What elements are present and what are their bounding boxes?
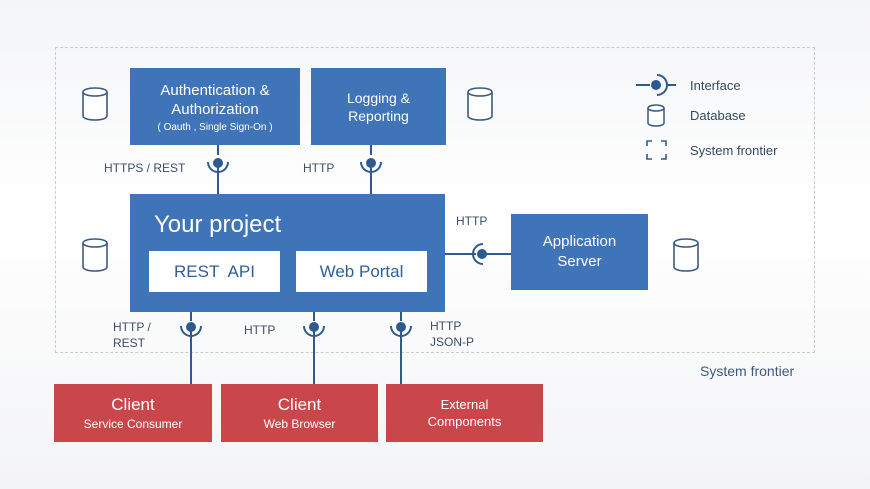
legend-frontier-label: System frontier (690, 143, 778, 158)
client-service-consumer-box: Client Service Consumer (54, 384, 212, 442)
legend-interface-label: Interface (690, 78, 741, 93)
legend-database-icon (647, 104, 665, 127)
logging-title: Logging & Reporting (346, 89, 411, 124)
rest-api-box: REST API (149, 251, 280, 292)
app-server-box: Application Server (511, 214, 648, 290)
auth-box: Authentication & Authorization ( Oauth ,… (130, 68, 300, 145)
auth-connection-label: HTTPS / REST (104, 161, 186, 175)
auth-title: Authentication & Authorization (160, 81, 270, 118)
client-title: Client (277, 395, 322, 414)
client2-connection-label: HTTP (244, 323, 276, 337)
project-title: Your project (154, 211, 282, 238)
app-server-connection-label: HTTP (456, 214, 488, 228)
system-frontier-label: System frontier (700, 363, 795, 379)
database-icon (467, 87, 493, 121)
app-server-title: Application Server (542, 233, 617, 270)
legend-interface-icon (636, 74, 676, 96)
client-subtitle: Service Consumer (83, 417, 183, 431)
database-icon (82, 238, 108, 272)
system-frontier-boundary (55, 47, 815, 353)
external-components-title: External Components (427, 397, 502, 429)
interface-icon (472, 243, 487, 265)
interface-icon (360, 158, 382, 173)
client-subtitle: Web Browser (263, 417, 336, 431)
interface-icon (390, 322, 412, 337)
client3-connection-label: HTTP JSON-P (430, 319, 475, 349)
database-icon (82, 87, 108, 121)
web-portal-box: Web Portal (296, 251, 427, 292)
database-icon (673, 238, 699, 272)
client-title: Client (111, 395, 155, 414)
client-web-browser-box: Client Web Browser (221, 384, 378, 442)
interface-icon (180, 322, 202, 337)
legend-frontier-icon (646, 140, 667, 160)
interface-icon (207, 158, 229, 173)
client1-connection-label: HTTP / REST (113, 320, 151, 350)
legend-database-label: Database (690, 108, 746, 123)
auth-subtitle: ( Oauth , Single Sign-On ) (157, 121, 273, 133)
external-components-box: External Components (386, 384, 543, 442)
logging-box: Logging & Reporting (311, 68, 446, 145)
interface-icon (303, 322, 325, 337)
logging-connection-label: HTTP (303, 161, 335, 175)
